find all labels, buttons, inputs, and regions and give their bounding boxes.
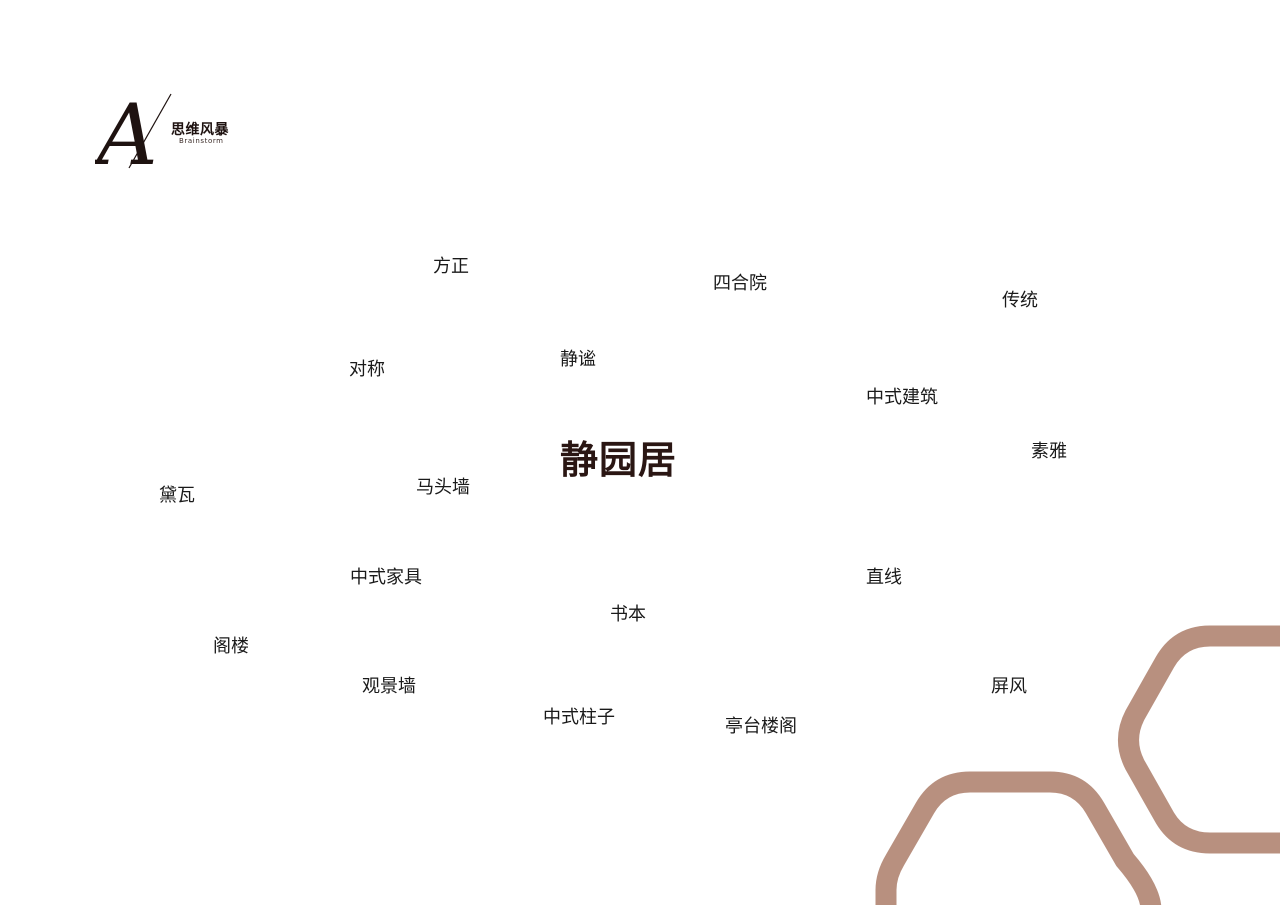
svg-text:A: A xyxy=(95,92,158,172)
keyword-zhixian: 直线 xyxy=(866,567,902,588)
keyword-zhongshi-jiaju: 中式家具 xyxy=(350,567,422,588)
hexagon-outline-right xyxy=(1118,625,1280,854)
center-keyword: 静园居 xyxy=(560,438,678,482)
keyword-jingmi: 静谧 xyxy=(560,349,596,370)
keyword-suya: 素雅 xyxy=(1031,441,1067,462)
hexagon-decoration xyxy=(875,625,1280,905)
keyword-guanjingqiang: 观景墙 xyxy=(362,676,416,697)
keyword-duichen: 对称 xyxy=(349,359,385,380)
keyword-chuantong: 传统 xyxy=(1002,290,1038,311)
brainstorm-logo: A 思维风暴 Brainstorm xyxy=(95,92,255,172)
keyword-siheyuan: 四合院 xyxy=(713,273,767,294)
keyword-fangzheng: 方正 xyxy=(433,256,469,277)
letter-a-logo-icon: A xyxy=(95,92,172,172)
keyword-gelou: 阁楼 xyxy=(213,636,249,657)
logo-subtitle: Brainstorm xyxy=(179,137,224,145)
keyword-tingtai-louge: 亭台楼阁 xyxy=(725,716,797,737)
keyword-zhongshi-zhuzi: 中式柱子 xyxy=(543,707,615,728)
keyword-daiwa: 黛瓦 xyxy=(159,485,195,506)
keyword-zhongshi-jianzhu: 中式建筑 xyxy=(866,387,938,408)
keyword-shuben: 书本 xyxy=(610,604,646,625)
logo-title: 思维风暴 xyxy=(171,122,229,138)
hexagon-outline-bottom xyxy=(875,771,1162,905)
keyword-matouqiang: 马头墙 xyxy=(416,477,470,498)
keyword-pingfeng: 屏风 xyxy=(991,676,1027,697)
